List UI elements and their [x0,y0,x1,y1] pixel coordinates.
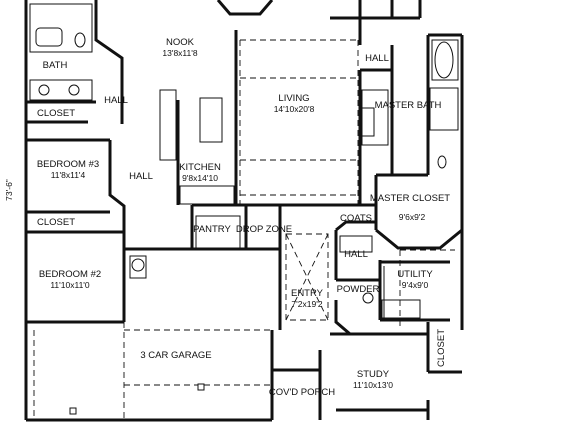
garage-column-icon [197,383,205,391]
sink-icon [38,84,50,96]
garage-label: 3 CAR GARAGE [140,350,211,361]
toilet-icon [74,32,86,48]
closet-study-label: CLOSET [436,329,447,367]
drop-zone-label: DROP ZONE [236,224,292,235]
living-label: LIVING [278,93,309,104]
hall-right-label: HALL [365,53,389,64]
master-closet-label: MASTER CLOSET [370,193,450,204]
water-heater-icon [131,258,145,272]
covd-porch-label: COV'D PORCH [269,387,335,398]
bedroom3-label: BEDROOM #3 [37,159,99,170]
master-closet-size: 9'6x9'2 [399,212,426,222]
fireplace-icon [361,107,375,137]
hall-entry-label: HALL [344,249,368,260]
kitchen-size: 9'8x14'10 [182,173,218,183]
garage-column-icon-2 [69,407,77,415]
hall-left-label: HALL [104,95,128,106]
study-size: 11'10x13'0 [353,380,393,390]
walls [24,0,464,422]
bath-label: BATH [43,60,68,71]
living-size: 14'10x20'8 [274,104,315,114]
nook-size: 13'8x11'8 [162,48,198,58]
overall-dimension: 73'-6" [4,179,14,201]
master-tub-icon [434,41,454,79]
hall-mid-label: HALL [129,171,153,182]
entry-size: 7'2x19'2 [291,299,322,309]
utility-size: 9'4x9'0 [402,280,429,290]
closet-lower-label: CLOSET [37,217,75,228]
utility-label: UTILITY [397,269,433,280]
powder-label: POWDER [337,284,380,295]
pantry-label: PANTRY [193,224,231,235]
study-label: STUDY [357,369,390,380]
powder-toilet-icon [362,292,374,304]
nook-label: NOOK [166,37,195,48]
interior-lines [29,3,459,320]
master-toilet-icon [437,155,447,169]
bedroom2-size: 11'10x11'0 [50,280,90,290]
kitchen-label: KITCHEN [179,162,221,173]
bedroom3-size: 11'8x11'4 [51,170,86,180]
room-labels: BATH CLOSET HALL BEDROOM #3 11'8x11'4 HA… [4,37,450,398]
fixtures [35,27,454,415]
entry-label: ENTRY [291,288,324,299]
closet-upper-label: CLOSET [37,108,75,119]
bathtub-icon [35,27,63,47]
dashed-lines [33,39,455,420]
sink-icon-2 [68,84,80,96]
master-bath-label: MASTER BATH [375,100,442,111]
bedroom2-label: BEDROOM #2 [39,269,101,280]
coats-label: COATS [340,213,372,224]
